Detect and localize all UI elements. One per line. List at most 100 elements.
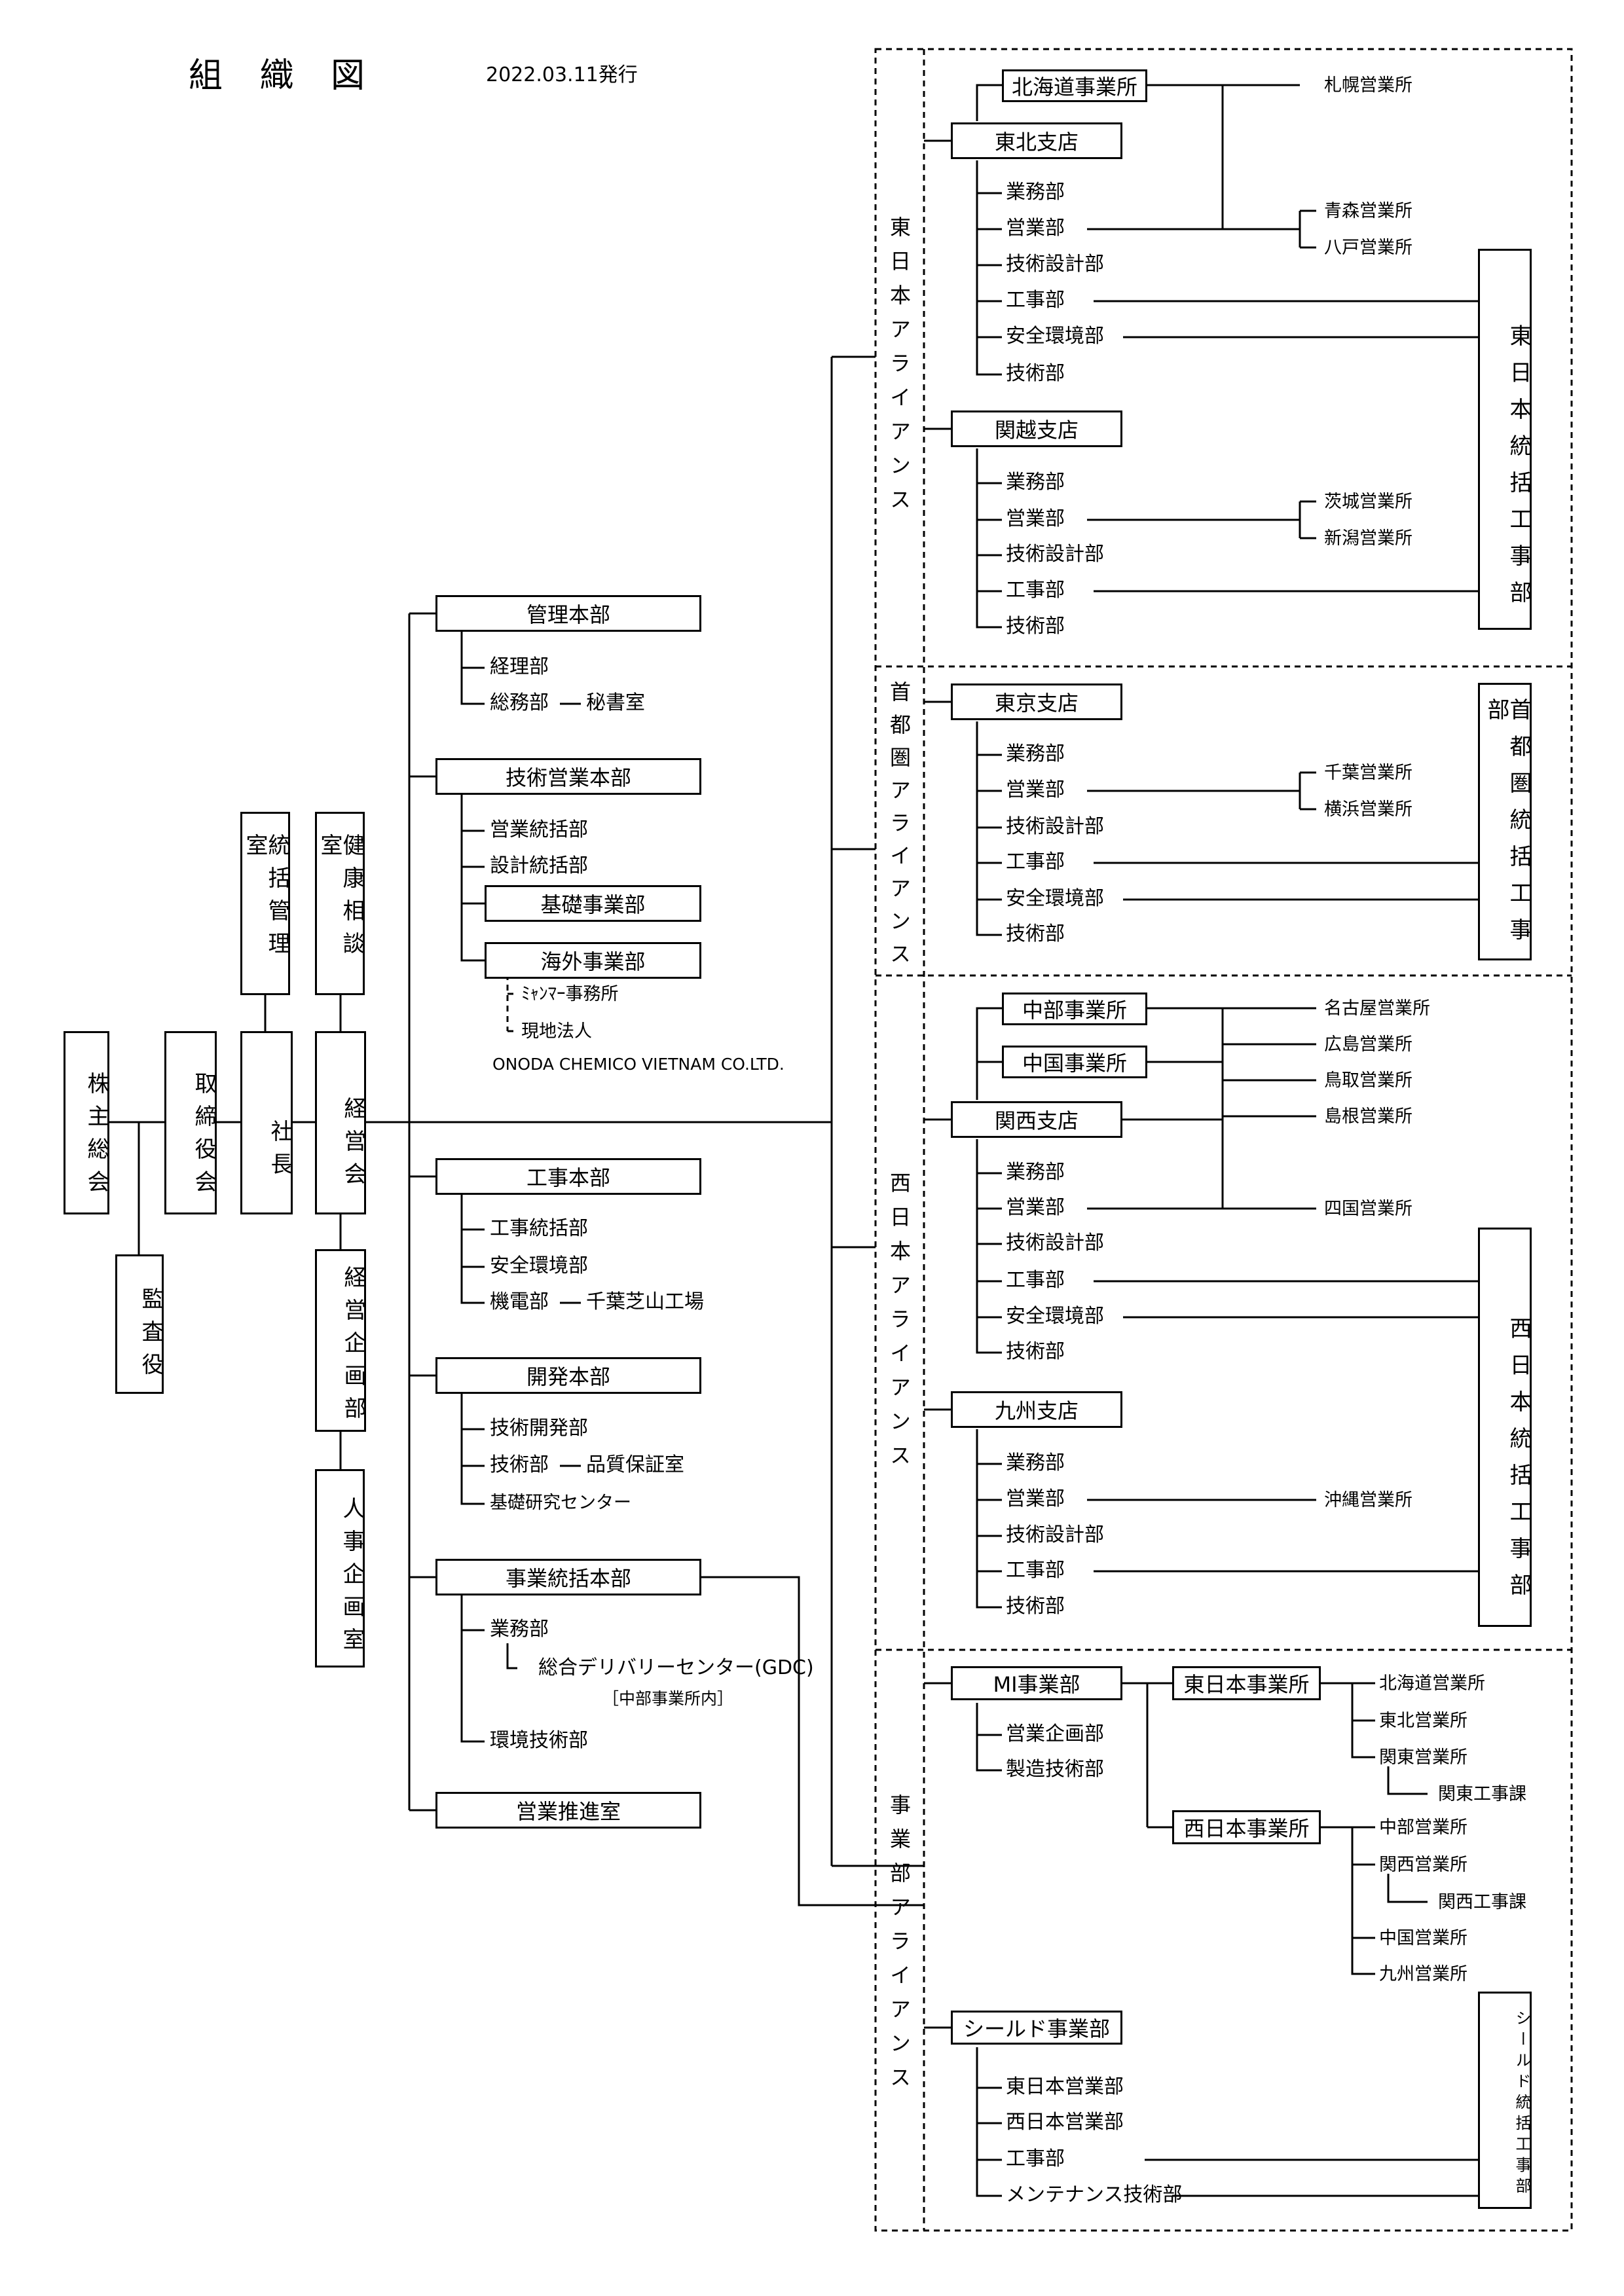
div-west-office-4: 九州営業所 (1379, 1964, 1467, 1984)
kanetsu-dept-2: 営業部 (1006, 507, 1065, 530)
nagoya-sales-office: 名古屋営業所 (1324, 998, 1430, 1019)
west-office-box: 西日本事業所 (1172, 1810, 1321, 1844)
tohoku-dept-6: 技術部 (1006, 362, 1065, 385)
yokohama-sales-office: 横浜営業所 (1324, 799, 1412, 820)
myanmar-office: ﾐｬﾝﾏｰ事務所 (521, 984, 619, 1004)
auditor-box: 監査役 (115, 1254, 164, 1394)
east-construction-dept-box: 東日本統括工事部 (1478, 249, 1532, 630)
kanetsu-dept-1: 業務部 (1006, 471, 1065, 494)
foundation-div-box: 基礎事業部 (485, 885, 701, 922)
div-west-office-1: 中部営業所 (1379, 1817, 1467, 1838)
chubu-office-box: 中部事業所 (1002, 993, 1147, 1025)
division-alliance-label: 事業部アライアンス (887, 1794, 912, 2100)
safety-env-dept: 安全環境部 (490, 1254, 588, 1277)
tokyo-dept-6: 技術部 (1006, 922, 1065, 945)
gdc-location-note: ［中部事業所内］ (602, 1689, 734, 1708)
kanto-works-section: 関東工事課 (1438, 1784, 1526, 1804)
mi-dept-1: 営業企画部 (1006, 1722, 1104, 1745)
qa-office: 品質保証室 (586, 1453, 684, 1476)
tech-development-dept: 技術開発部 (490, 1417, 588, 1440)
env-tech-dept: 環境技術部 (490, 1729, 588, 1752)
chiba-sales-office: 千葉営業所 (1324, 763, 1412, 783)
capital-construction-dept-box: 首都圏統括工事部 (1478, 683, 1532, 960)
basic-research-center: 基礎研究センター (490, 1493, 631, 1513)
tokyo-dept-4: 工事部 (1006, 850, 1065, 873)
shikoku-sales-office: 四国営業所 (1324, 1199, 1412, 1219)
tokyo-dept-1: 業務部 (1006, 742, 1065, 765)
mgmt-council-box: 経営会 (315, 1031, 366, 1214)
div-east-office-2: 東北営業所 (1379, 1711, 1467, 1731)
tohoku-dept-5: 安全環境部 (1006, 325, 1104, 348)
kansai-works-section: 関西工事課 (1438, 1892, 1526, 1912)
business-ops-dept: 業務部 (490, 1618, 549, 1641)
sales-promotion-box: 営業推進室 (435, 1792, 701, 1829)
aomori-sales-office: 青森営業所 (1324, 201, 1412, 221)
kyushu-dept-4: 工事部 (1006, 1559, 1065, 1582)
issue-date: 2022.03.11発行 (486, 64, 638, 86)
local-subsidiary: 現地法人 (521, 1021, 592, 1042)
kyushu-dept-1: 業務部 (1006, 1451, 1065, 1474)
west-alliance-label: 西日本アライアンス (887, 1172, 912, 1478)
kansai-dept-6: 技術部 (1006, 1340, 1065, 1363)
shield-dept-2: 西日本営業部 (1006, 2111, 1124, 2134)
east-office-box: 東日本事業所 (1172, 1666, 1321, 1700)
technology-dept: 技術部 (490, 1453, 549, 1476)
alliance-frames (506, 48, 1573, 2232)
mi-division-box: MI事業部 (951, 1666, 1122, 1700)
tech-sales-hq-box: 技術営業本部 (435, 758, 701, 795)
shield-division-box: シールド事業部 (951, 2011, 1122, 2045)
vietnam-subsidiary: ONODA CHEMICO VIETNAM CO.LTD. (492, 1055, 784, 1074)
kansai-branch-box: 関西支店 (951, 1101, 1122, 1138)
kyushu-branch-box: 九州支店 (951, 1391, 1122, 1428)
shield-dept-4: メンテナンス技術部 (1006, 2183, 1183, 2206)
east-alliance-label: 東日本アライアンス (887, 216, 912, 522)
gdc-center: 総合デリバリーセンター(GDC) (538, 1656, 814, 1679)
shield-dept-1: 東日本営業部 (1006, 2075, 1124, 2098)
tohoku-dept-2: 営業部 (1006, 217, 1065, 240)
sales-control-dept: 営業統括部 (490, 818, 588, 841)
kansai-dept-2: 営業部 (1006, 1196, 1065, 1219)
accounting-dept: 経理部 (490, 655, 549, 678)
planning-box: 経営企画部 (315, 1249, 366, 1432)
tokyo-dept-3: 技術設計部 (1006, 815, 1104, 838)
tokyo-branch-box: 東京支店 (951, 683, 1122, 720)
kansai-dept-5: 安全環境部 (1006, 1305, 1104, 1328)
shareholders-box: 株主総会 (64, 1031, 109, 1214)
hiroshima-sales-office: 広島営業所 (1324, 1034, 1412, 1055)
kanetsu-branch-box: 関越支店 (951, 410, 1122, 447)
shield-construction-dept-box: シールド統括工事部 (1478, 1992, 1532, 2209)
development-hq-box: 開発本部 (435, 1357, 701, 1394)
electromech-dept: 機電部 (490, 1290, 549, 1313)
div-west-office-3: 中国営業所 (1379, 1928, 1467, 1948)
board-box: 取締役会 (164, 1031, 217, 1214)
tokyo-dept-5: 安全環境部 (1006, 887, 1104, 910)
admin-hq-box: 管理本部 (435, 595, 701, 632)
kanetsu-dept-4: 工事部 (1006, 579, 1065, 602)
tohoku-dept-4: 工事部 (1006, 289, 1065, 312)
construction-control-dept: 工事統括部 (490, 1217, 588, 1240)
capital-alliance-label: 首都圏アライアンス (887, 681, 912, 975)
health-box: 健康相談室 (315, 812, 365, 995)
tohoku-branch-box: 東北支店 (951, 122, 1122, 159)
sapporo-sales-office: 札幌営業所 (1324, 75, 1412, 96)
kansai-dept-4: 工事部 (1006, 1269, 1065, 1292)
kansai-dept-3: 技術設計部 (1006, 1231, 1104, 1254)
secretary-office: 秘書室 (586, 691, 645, 714)
niigata-sales-office: 新潟営業所 (1324, 528, 1412, 549)
div-east-office-1: 北海道営業所 (1379, 1673, 1485, 1694)
kyushu-dept-3: 技術設計部 (1006, 1523, 1104, 1546)
kyushu-dept-5: 技術部 (1006, 1595, 1065, 1618)
ibaraki-sales-office: 茨城営業所 (1324, 492, 1412, 512)
hachinohe-sales-office: 八戸営業所 (1324, 238, 1412, 258)
mi-dept-2: 製造技術部 (1006, 1758, 1104, 1781)
design-control-dept: 設計統括部 (490, 854, 588, 877)
kanetsu-dept-3: 技術設計部 (1006, 543, 1104, 566)
kanetsu-dept-5: 技術部 (1006, 615, 1065, 638)
div-west-office-2: 関西営業所 (1379, 1855, 1467, 1875)
integrated-mgmt-box: 統括管理室 (240, 812, 290, 995)
kyushu-dept-2: 営業部 (1006, 1487, 1065, 1510)
kansai-dept-1: 業務部 (1006, 1161, 1065, 1184)
construction-hq-box: 工事本部 (435, 1158, 701, 1195)
